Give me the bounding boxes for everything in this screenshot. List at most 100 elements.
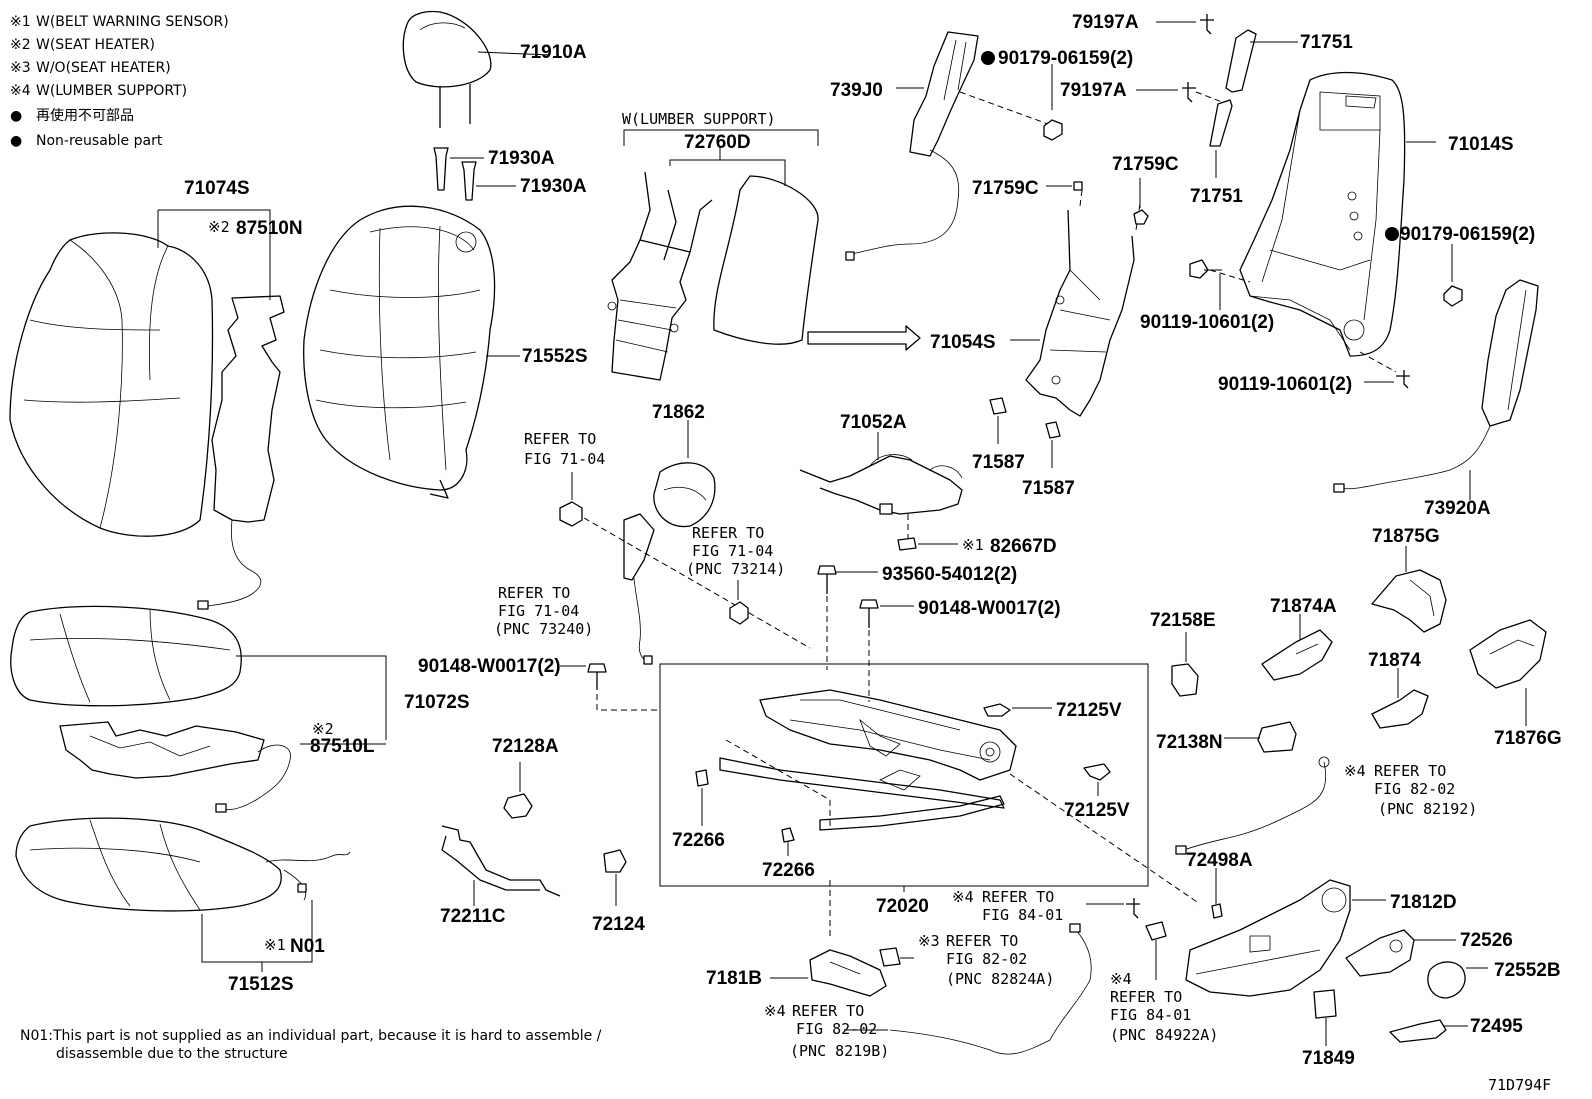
ref6-line1: REFER TO: [946, 932, 1018, 950]
legend-text-5: 再使用不可部品: [36, 107, 134, 124]
legend-mark-1: ※1: [10, 14, 31, 30]
label-82667D-mark: ※1: [962, 536, 984, 554]
label-90179-2: 90179-06159(2): [1400, 224, 1535, 245]
nonreusable-mark-1: [981, 51, 995, 65]
buckle-drawing: [559, 420, 811, 665]
label-71759C-1: 71759C: [972, 178, 1039, 199]
legend-text-6: Non-reusable part: [36, 133, 163, 149]
footnote: N01:This part is not supplied as an indi…: [20, 1028, 602, 1062]
lumber-support-drawing: [607, 171, 819, 381]
ref4-mark: ※4: [1344, 762, 1366, 780]
ref3-line1: REFER TO: [498, 584, 570, 602]
ref6-line2: FIG 82-02: [946, 950, 1027, 968]
label-87510N-mark: ※2: [208, 218, 230, 236]
lower-center-parts-drawing: [770, 898, 1167, 1055]
ref8-line2: FIG 82-02: [796, 1020, 877, 1038]
ref5-line2: FIG 84-01: [982, 906, 1063, 924]
label-72495: 72495: [1470, 1016, 1523, 1037]
label-90119-2: 90119-10601(2): [1218, 374, 1352, 395]
label-71587-2: 71587: [1022, 478, 1075, 499]
frame-clip-drawings: [695, 703, 1111, 856]
figure-id: 71D794F: [1488, 1076, 1551, 1094]
label-87510L: 87510L: [310, 736, 375, 757]
label-71552S: 71552S: [522, 346, 588, 367]
label-72138N: 72138N: [1156, 732, 1223, 753]
label-N01-mark: ※1: [264, 936, 286, 954]
legend-mark-2: ※2: [10, 37, 31, 53]
lower-left-parts-drawing: [441, 762, 627, 906]
ref6-mark: ※3: [918, 932, 940, 950]
legend-mark-5: ●: [10, 108, 22, 124]
label-72158E: 72158E: [1150, 610, 1216, 631]
fastener-drawings: [981, 14, 1298, 178]
side-airbag-drawing: [1333, 227, 1539, 500]
part-labels: 71910A 71930A 71930A 71074S ※2 87510N 71…: [184, 12, 1562, 1069]
label-71930A-1: 71930A: [488, 148, 555, 169]
ref7-line3: (PNC 84922A): [1110, 1026, 1218, 1044]
ref7-line2: FIG 84-01: [1110, 1006, 1191, 1024]
label-72124: 72124: [592, 914, 645, 935]
footnote-line1: N01:This part is not supplied as an indi…: [20, 1028, 602, 1044]
label-71014S: 71014S: [1448, 134, 1514, 155]
refer-notes: REFER TO FIG 71-04 REFER TO FIG 71-04 (P…: [494, 430, 1477, 1060]
label-7181B: 7181B: [706, 968, 762, 989]
label-71874A: 71874A: [1270, 596, 1337, 617]
side-shield-drawing: [1185, 879, 1488, 1046]
label-72125V-2: 72125V: [1064, 800, 1130, 821]
label-82667D: 82667D: [990, 536, 1057, 557]
label-739J0: 739J0: [830, 80, 883, 101]
label-71751-1: 71751: [1300, 32, 1353, 53]
ref4-line1: REFER TO: [1374, 762, 1446, 780]
right-side-parts-drawing: [1171, 546, 1547, 919]
ref2-line1: REFER TO: [692, 524, 764, 542]
label-71072S: 71072S: [404, 692, 470, 713]
label-71052A: 71052A: [840, 412, 907, 433]
label-N01: N01: [290, 936, 325, 957]
label-72498A: 72498A: [1186, 850, 1253, 871]
ref3-line3: (PNC 73240): [494, 620, 593, 638]
label-71876G: 71876G: [1494, 728, 1562, 749]
label-87510L-mark: ※2: [312, 720, 334, 738]
ref2-line3: (PNC 73214): [686, 560, 785, 578]
legend: ※1 W(BELT WARNING SENSOR) ※2 W(SEAT HEAT…: [10, 14, 229, 149]
label-90119-1: 90119-10601(2): [1140, 312, 1274, 333]
label-71812D: 71812D: [1390, 892, 1457, 913]
cushion-cover-drawing: [10, 605, 387, 740]
label-79197A-2: 79197A: [1060, 80, 1127, 101]
label-72211C: 72211C: [440, 906, 506, 927]
airbag-module-drawing: [845, 31, 1049, 261]
label-71930A-2: 71930A: [520, 176, 587, 197]
ref3-line2: FIG 71-04: [498, 602, 579, 620]
ref5-line1: REFER TO: [982, 888, 1054, 906]
lumber-group-bracket: W(LUMBER SUPPORT): [622, 110, 819, 186]
label-90148-2: 90148-W0017(2): [418, 656, 561, 677]
legend-mark-3: ※3: [10, 60, 31, 76]
label-71875G: 71875G: [1372, 526, 1440, 547]
label-71910A: 71910A: [520, 42, 587, 63]
label-72760D: 72760D: [684, 132, 751, 153]
label-71054S: 71054S: [930, 332, 996, 353]
ref7-mark: ※4: [1110, 970, 1132, 988]
label-73920A: 73920A: [1424, 498, 1491, 519]
headrest-support-drawing: [433, 147, 516, 201]
ref4-line2: FIG 82-02: [1374, 780, 1455, 798]
label-71074S: 71074S: [184, 178, 250, 199]
ref8-line1: REFER TO: [792, 1002, 864, 1020]
ref6-line3: (PNC 82824A): [946, 970, 1054, 988]
ref4-line3: (PNC 82192): [1378, 800, 1477, 818]
label-72526: 72526: [1460, 930, 1513, 951]
cushion-heater-drawing: [59, 721, 386, 813]
label-71874: 71874: [1368, 650, 1421, 671]
label-90179-1: 90179-06159(2): [998, 48, 1133, 69]
backframe-drawing: [1189, 71, 1436, 389]
label-93560: 93560-54012(2): [882, 564, 1017, 585]
legend-text-2: W(SEAT HEATER): [36, 37, 155, 53]
seatback-pad-drawing: [303, 205, 520, 499]
ref8-mark: ※4: [764, 1002, 786, 1020]
ref1-line2: FIG 71-04: [524, 450, 605, 468]
legend-text-1: W(BELT WARNING SENSOR): [36, 14, 229, 30]
ref2-line2: FIG 71-04: [692, 542, 773, 560]
ref5-mark: ※4: [952, 888, 974, 906]
label-72266-2: 72266: [762, 860, 815, 881]
